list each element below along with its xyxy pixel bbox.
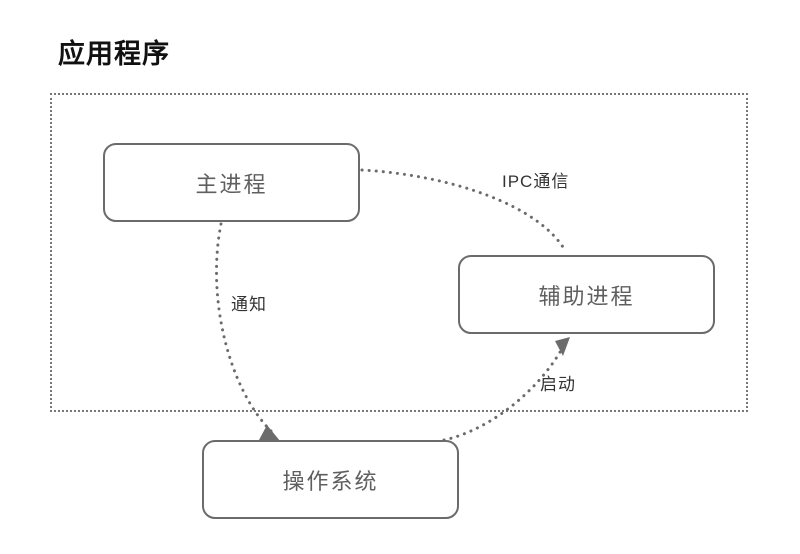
edge-label-ipc: IPC通信 <box>502 172 570 191</box>
edge-notify-arrowhead <box>259 425 280 441</box>
page-title: 应用程序 <box>58 39 170 69</box>
application-boundary <box>50 93 748 412</box>
node-operating-system[interactable]: 操作系统 <box>202 440 459 519</box>
node-main-process[interactable]: 主进程 <box>103 143 360 222</box>
edge-label-launch: 启动 <box>540 375 576 394</box>
node-helper-process[interactable]: 辅助进程 <box>458 255 715 334</box>
edge-label-notify: 通知 <box>231 295 267 314</box>
